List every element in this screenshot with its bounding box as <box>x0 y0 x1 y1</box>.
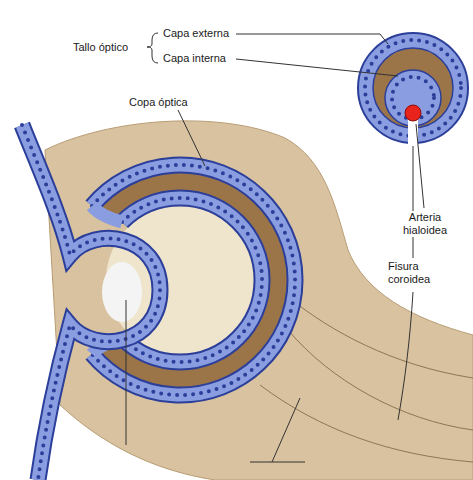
part-label: Copa óptica <box>128 96 189 109</box>
tissue-ground <box>45 121 473 480</box>
intraretinal-space <box>92 165 295 395</box>
lens-cavity <box>102 262 142 322</box>
cup-rim <box>92 206 122 222</box>
outer-cup-layer <box>92 165 295 395</box>
bracket <box>147 33 158 63</box>
part-label: Arteria hialoidea <box>394 211 456 237</box>
stalk-line <box>260 385 473 462</box>
stalk-line <box>288 330 473 430</box>
surface-ectoderm <box>22 125 160 480</box>
part-label: Capa externa <box>162 27 230 40</box>
part-label: Fisura coroidea <box>387 260 445 286</box>
leader-lines <box>126 34 424 462</box>
stalk-line <box>292 300 473 378</box>
part-label: Tallo óptico <box>72 41 129 54</box>
part-label: Capa interna <box>162 52 227 65</box>
stalk-cross-section <box>358 33 468 144</box>
